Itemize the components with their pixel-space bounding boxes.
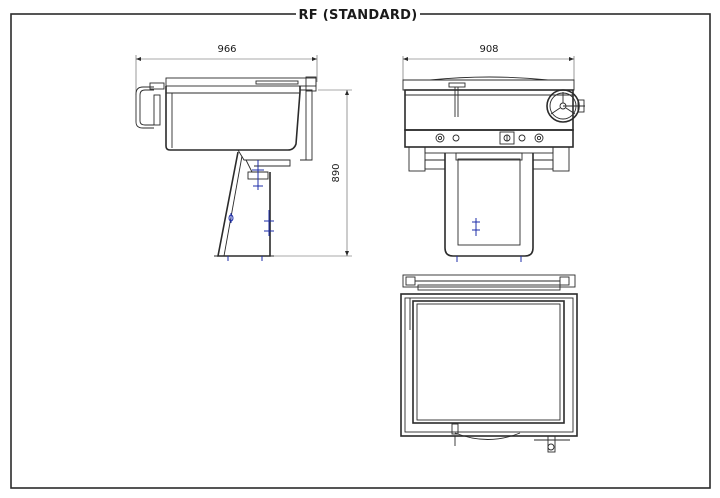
front-width-dimension: 908 xyxy=(479,44,498,55)
side-width-dimension: 966 xyxy=(217,44,236,55)
top-view xyxy=(400,274,578,453)
front-view: 908 xyxy=(402,44,585,262)
title-mask xyxy=(296,6,420,24)
side-view: 966 890 xyxy=(135,44,352,261)
drawing-title: RF (STANDARD) xyxy=(298,8,417,23)
height-dimension: 890 xyxy=(331,163,342,182)
drawing-frame xyxy=(10,13,711,489)
